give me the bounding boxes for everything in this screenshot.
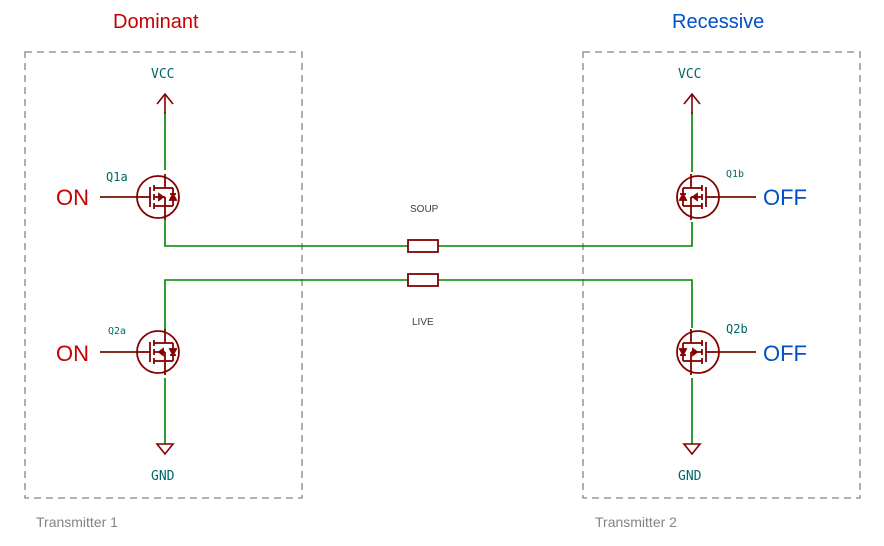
vcc-label-left: VCC xyxy=(151,67,174,82)
transmitter-2-label: Transmitter 2 xyxy=(595,514,677,530)
heading-recessive: Recessive xyxy=(672,11,764,33)
net-label-live: LIVE xyxy=(412,317,434,328)
transistor-q1b xyxy=(676,174,720,220)
heading-dominant: Dominant xyxy=(113,11,199,33)
label-q2b: Q2b xyxy=(726,322,748,336)
transmitter-1-label: Transmitter 1 xyxy=(36,514,118,530)
gnd-symbol-left xyxy=(155,443,175,456)
transmitter-1-box xyxy=(24,51,303,499)
label-q1a: Q1a xyxy=(106,170,128,184)
resistor-live xyxy=(407,273,439,287)
wire-q2a-live xyxy=(164,279,408,330)
gnd-label-left: GND xyxy=(151,469,175,484)
state-q2a: ON xyxy=(56,341,89,366)
gnd-label-right: GND xyxy=(678,469,702,484)
wire-q1a-soup xyxy=(164,220,408,247)
vcc-label-right: VCC xyxy=(678,67,701,82)
component-leads xyxy=(100,92,756,456)
wire-soup-q1b xyxy=(438,222,693,247)
transistor-q2b xyxy=(676,329,720,375)
net-label-soup: SOUP xyxy=(410,204,439,215)
label-q1b: Q1b xyxy=(726,169,744,180)
transistor-q1a xyxy=(136,174,180,220)
label-q2a: Q2a xyxy=(108,326,126,337)
resistor-soup xyxy=(407,239,439,253)
state-q1a: ON xyxy=(56,185,89,210)
state-q2b: OFF xyxy=(763,341,807,366)
state-q1b: OFF xyxy=(763,185,807,210)
wire-live-q2b xyxy=(438,279,693,328)
transistor-q2a xyxy=(136,329,180,375)
transmitter-2-box xyxy=(582,51,861,499)
gnd-symbol-right xyxy=(682,443,702,456)
